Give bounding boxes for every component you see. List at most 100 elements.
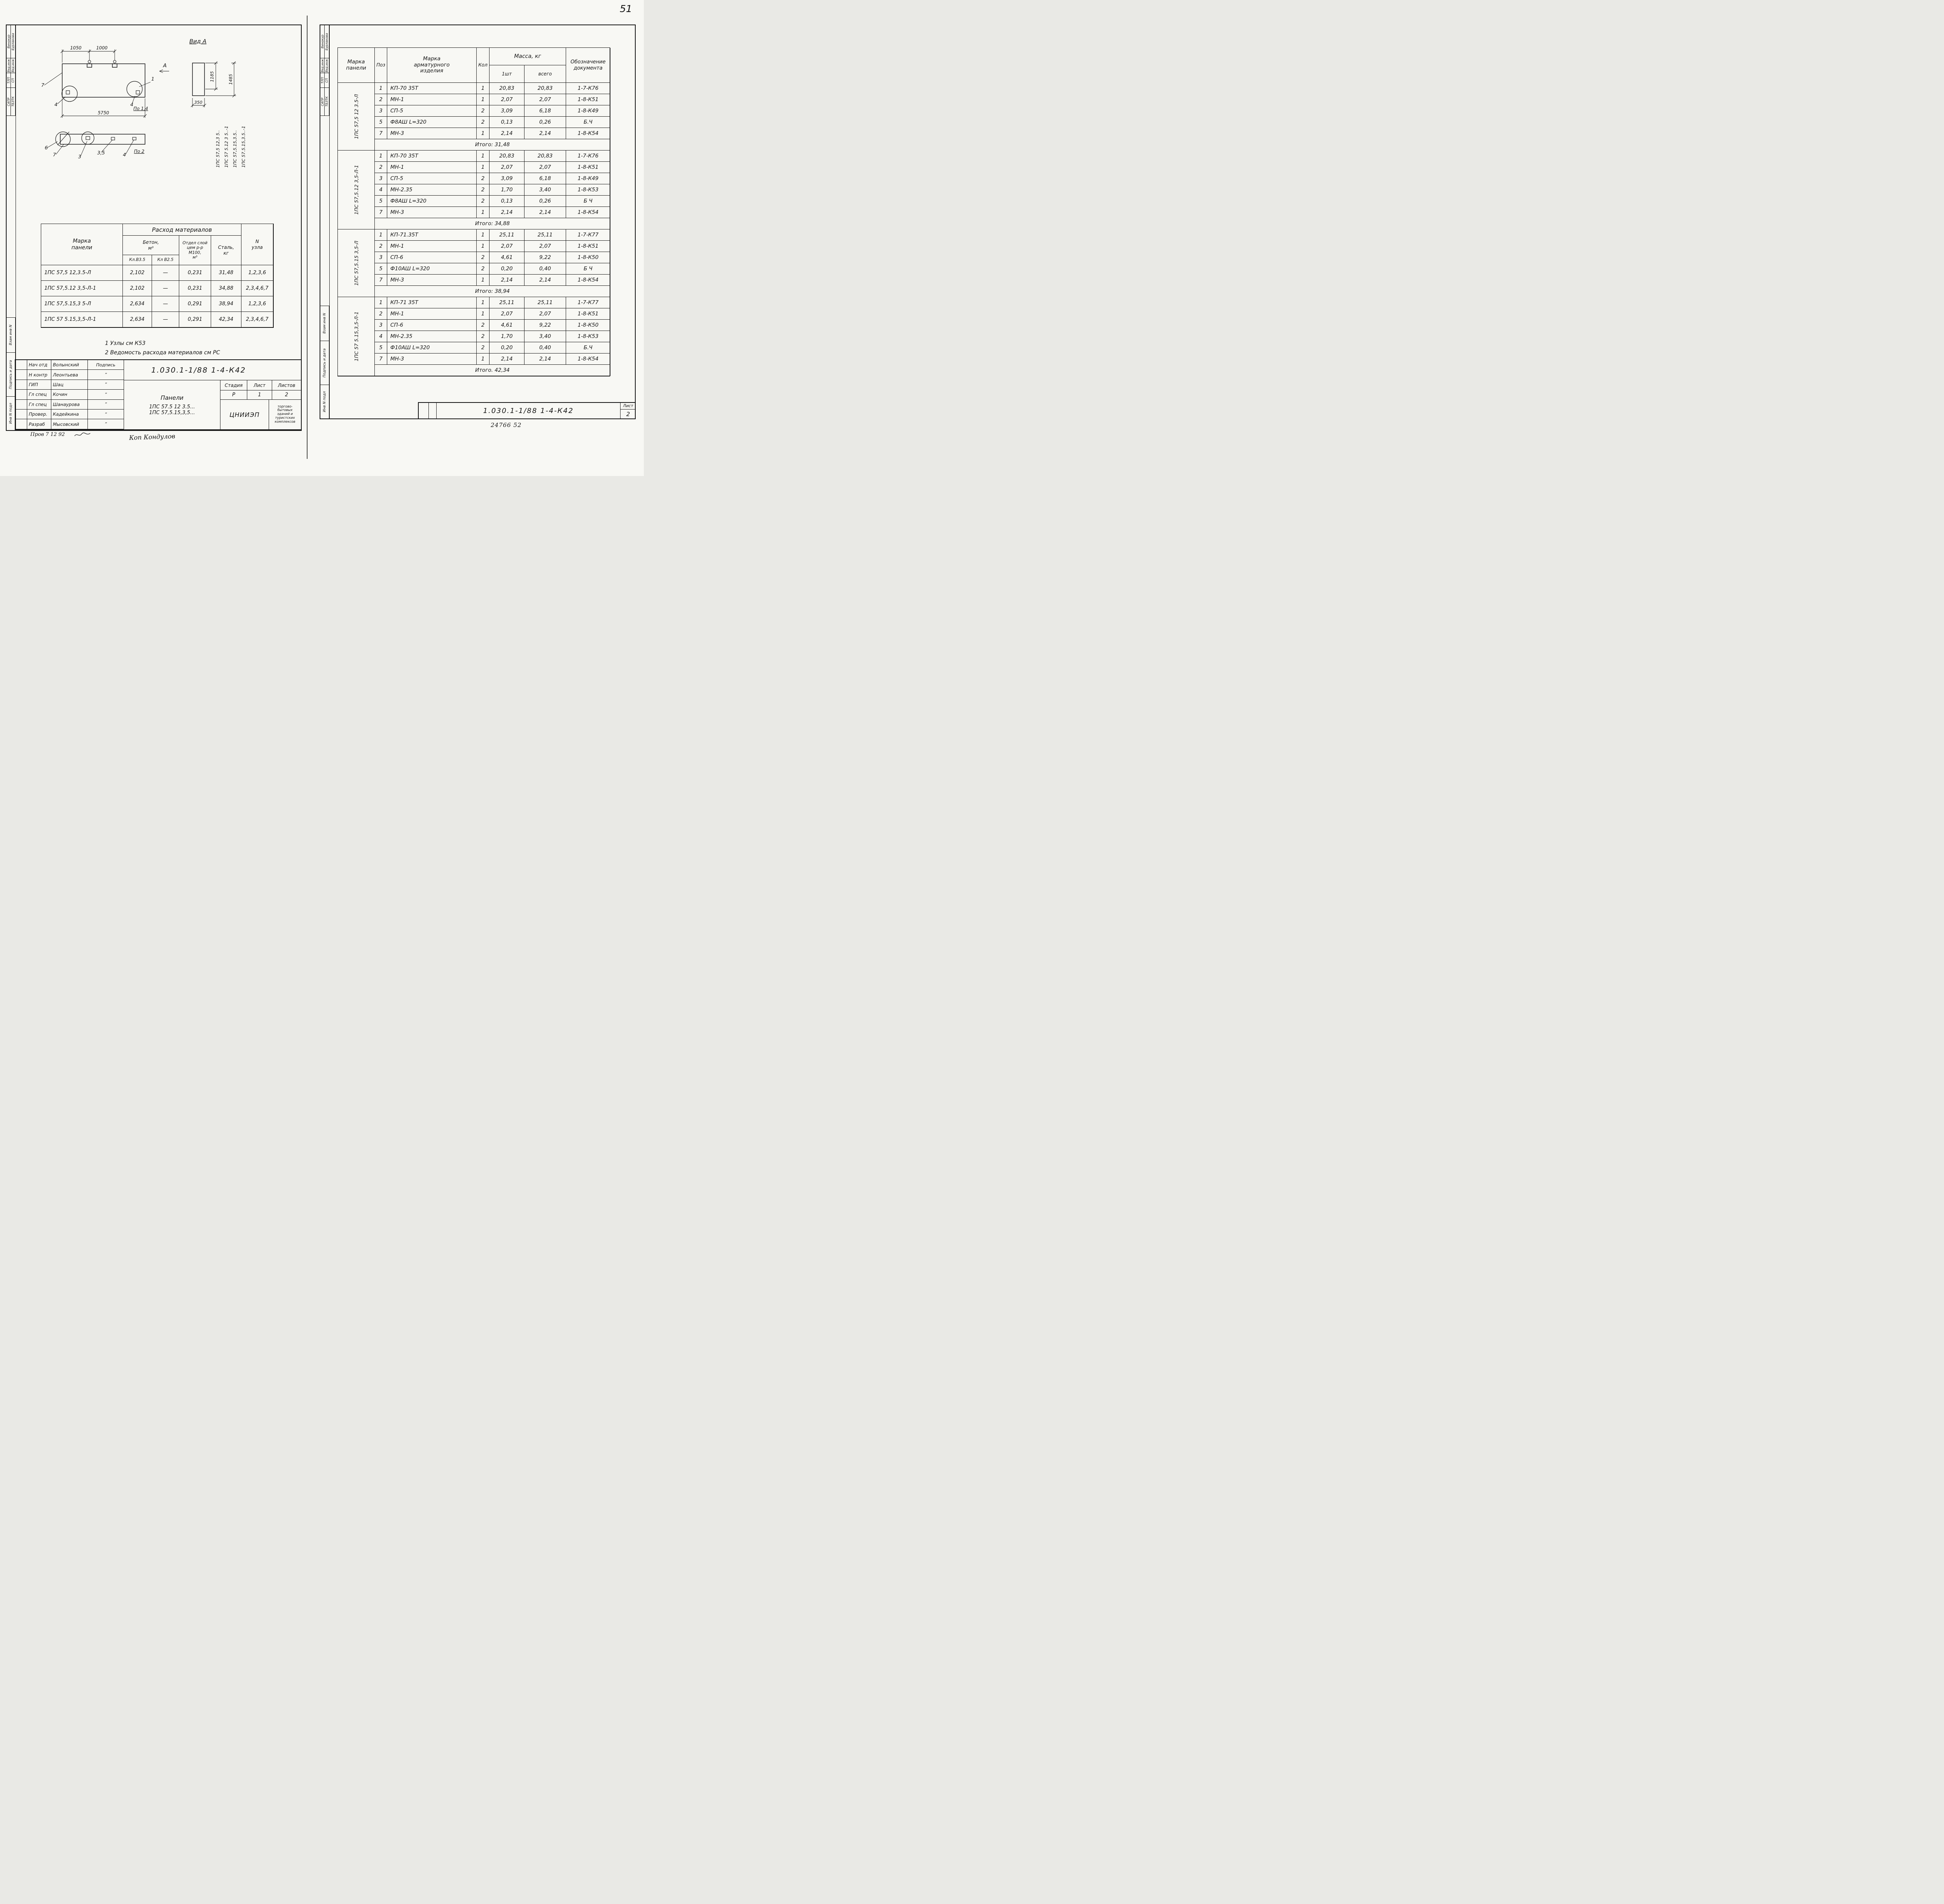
spec-cell: 2,07 <box>489 162 524 173</box>
spec-cell: 25,11 <box>489 229 524 241</box>
sign-cell: ” <box>88 419 124 429</box>
spec-cell: 1 <box>477 94 489 105</box>
spec-cell: 2 <box>477 320 489 331</box>
panel-mark: 1ПС 57,5 12,3 5.. <box>215 130 220 168</box>
spec-cell: 1-8-К51 <box>566 308 610 320</box>
spec-cell: 4 <box>375 184 387 196</box>
title-block-cell <box>16 409 27 420</box>
table-cell: 2,102 <box>123 265 152 281</box>
spec-cell: 2,07 <box>489 308 524 320</box>
margin-cell: СП <box>325 73 329 88</box>
spec-cell: 3 <box>375 252 387 263</box>
spec-cell: 1,70 <box>489 184 524 196</box>
spec-cell: 25,11 <box>524 297 566 308</box>
table-cell: 31,48 <box>211 265 241 281</box>
spec-cell: 1 <box>477 297 489 308</box>
margin-label: Взам инв N <box>323 313 327 334</box>
panel-mark-group: 1ПС 57,5 12 3.5-Л <box>338 83 375 150</box>
spec-cell: 1-7-К77 <box>566 229 610 241</box>
name-cell: Леонтьева <box>51 370 88 380</box>
spec-cell: 3,40 <box>524 184 566 196</box>
spec-cell: 2,07 <box>489 94 524 105</box>
spec-cell: 0,13 <box>489 196 524 207</box>
role-cell: Провер. <box>27 409 51 420</box>
spec-cell: 1 <box>477 275 489 286</box>
subject-title: Панели <box>161 394 184 401</box>
spec-cell: 7 <box>375 207 387 218</box>
spec-cell: 1-8-К54 <box>566 354 610 365</box>
margin-label: Подпись и дата <box>323 348 327 378</box>
spec-cell: 7 <box>375 128 387 139</box>
margin-label: Подпись и дата <box>9 360 13 389</box>
spec-cell: 1-8-К53 <box>566 331 610 342</box>
callout-label: 4 <box>130 102 133 107</box>
note-line: 1 Узлы см К53 <box>105 340 146 346</box>
spec-cell: 1-8-К51 <box>566 94 610 105</box>
margin-cell: Вед.инж <box>7 58 11 73</box>
margin-cell: Вед.инж <box>11 58 16 73</box>
column-header: Сталь, кг <box>211 236 241 265</box>
table-cell: — <box>152 312 179 327</box>
column-header: Кл.В3.5 <box>123 255 152 265</box>
margin-cell: САПР <box>7 88 11 116</box>
column-header: Бетон, м³ <box>123 236 179 255</box>
margin-label: СП <box>11 78 15 83</box>
spec-cell: 0,40 <box>524 342 566 354</box>
detail-circle <box>126 81 143 97</box>
spec-cell: 2 <box>477 342 489 354</box>
stage-value: Р <box>220 390 247 400</box>
dim-label: 1485 <box>228 74 233 85</box>
table-cell: 2,102 <box>123 281 152 296</box>
spec-cell: МН-3 <box>387 275 477 286</box>
spec-cell: СП-6 <box>387 252 477 263</box>
sheet-value: 1 <box>247 390 272 400</box>
spec-cell: 20,83 <box>489 150 524 162</box>
panel-mark-list: 1ПС 57,5 12,3 5.. 1ПС 57 5.12 3 5..-1 1П… <box>215 126 246 168</box>
specification-table: Марка панели Поз Марка арматурного издел… <box>337 47 610 376</box>
callout-label: 3 <box>78 154 81 159</box>
stamp-divider <box>620 403 621 419</box>
margin-label: САПР <box>320 97 324 106</box>
section-ref-label: По 2 <box>134 149 145 154</box>
margin-cell: ТБ3ТК <box>325 88 329 116</box>
view-a: Вид А 1185 1485 350 <box>189 38 236 107</box>
name-cell: Кочин <box>51 390 88 400</box>
copy-note: Коп Кондулов <box>129 432 175 442</box>
spec-cell: 7 <box>375 354 387 365</box>
margin-label: СП <box>325 78 329 83</box>
spec-cell: 1 <box>375 83 387 94</box>
spec-cell: Ф10АШ L=320 <box>387 263 477 275</box>
margin-cell: ТЛП <box>320 73 325 88</box>
table-title: Расход материалов <box>123 224 241 236</box>
title-block-cell <box>16 380 27 390</box>
spec-cell: МН-3 <box>387 354 477 365</box>
margin-label: ТЛП <box>320 77 324 84</box>
margin-cell: САПР <box>320 88 325 116</box>
spec-cell: 1-8-К49 <box>566 173 610 184</box>
spec-cell: 0,20 <box>489 263 524 275</box>
spec-cell: 5 <box>375 196 387 207</box>
stage-label: Стадия <box>220 380 247 390</box>
spec-cell: 3 <box>375 105 387 117</box>
column-header: всего <box>524 65 566 83</box>
spec-cell: 2 <box>477 173 489 184</box>
table-cell: 0,231 <box>179 265 211 281</box>
spec-cell: 6,18 <box>524 173 566 184</box>
callout-label: 6 <box>45 145 48 150</box>
dim-label: 1050 <box>70 45 81 51</box>
title-block-cell <box>16 390 27 400</box>
spec-cell: 1 <box>477 150 489 162</box>
table-cell: 0,291 <box>179 312 211 327</box>
spec-cell: 1 <box>477 354 489 365</box>
organization-name: ЦНИИЭП <box>220 400 269 429</box>
column-header: Масса, кг <box>489 48 566 65</box>
spec-cell: 20,83 <box>524 83 566 94</box>
name-cell: Шанаурова <box>51 399 88 410</box>
spec-cell: 1 <box>477 207 489 218</box>
spec-cell: 1-8-К54 <box>566 128 610 139</box>
spec-cell: 2 <box>375 241 387 252</box>
margin-cell: ТБ3ТК <box>11 88 16 116</box>
panel-mark: 1ПС 57.5.15,3.5..-1 <box>241 126 246 168</box>
